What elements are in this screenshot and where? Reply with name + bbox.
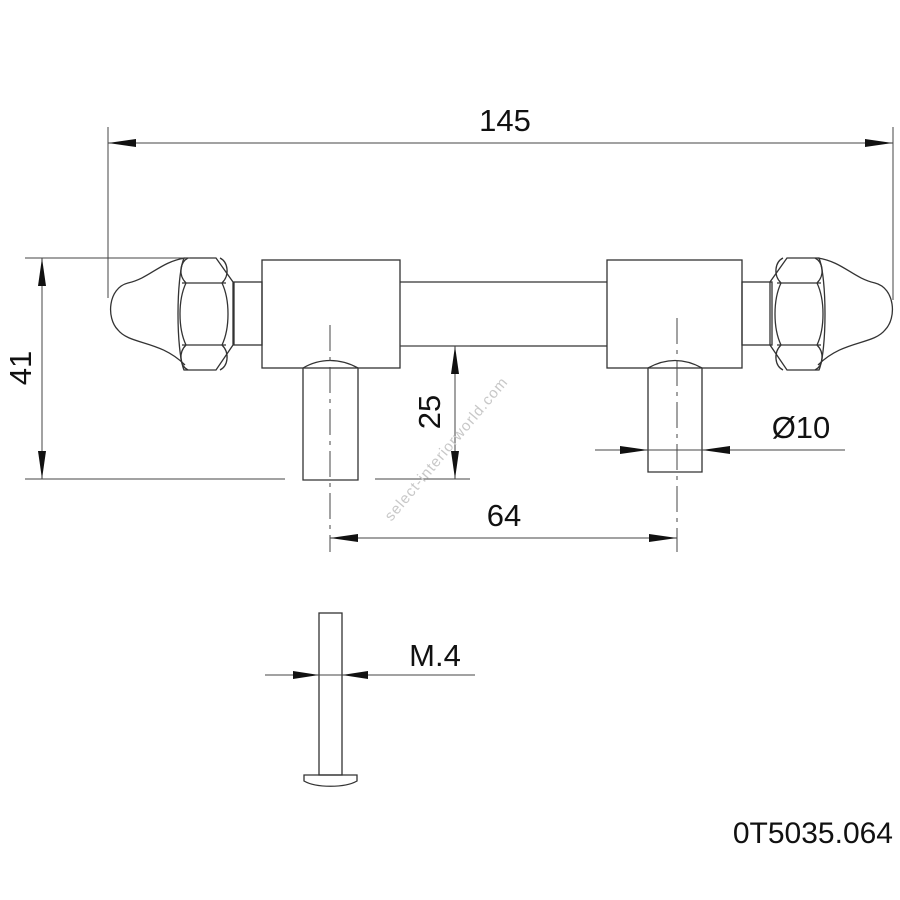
dimension-label-25: 25: [412, 395, 447, 429]
screw-drawing: M.4: [265, 612, 475, 787]
dimension-overall-length: 145: [107, 103, 894, 300]
dimension-label-diameter: Ø10: [772, 410, 831, 445]
dimension-leg-height: 25: [375, 345, 470, 480]
dimension-hole-spacing: 64: [330, 498, 677, 542]
dimension-leg-diameter: Ø10: [595, 410, 845, 454]
dimension-label-41: 41: [3, 351, 38, 385]
dimension-label-thread: M.4: [409, 638, 461, 673]
dimension-label-64: 64: [487, 498, 521, 533]
dimension-label-145: 145: [479, 103, 531, 138]
part-number: 0T5035.064: [733, 817, 893, 850]
dimension-height: 41: [3, 257, 285, 480]
